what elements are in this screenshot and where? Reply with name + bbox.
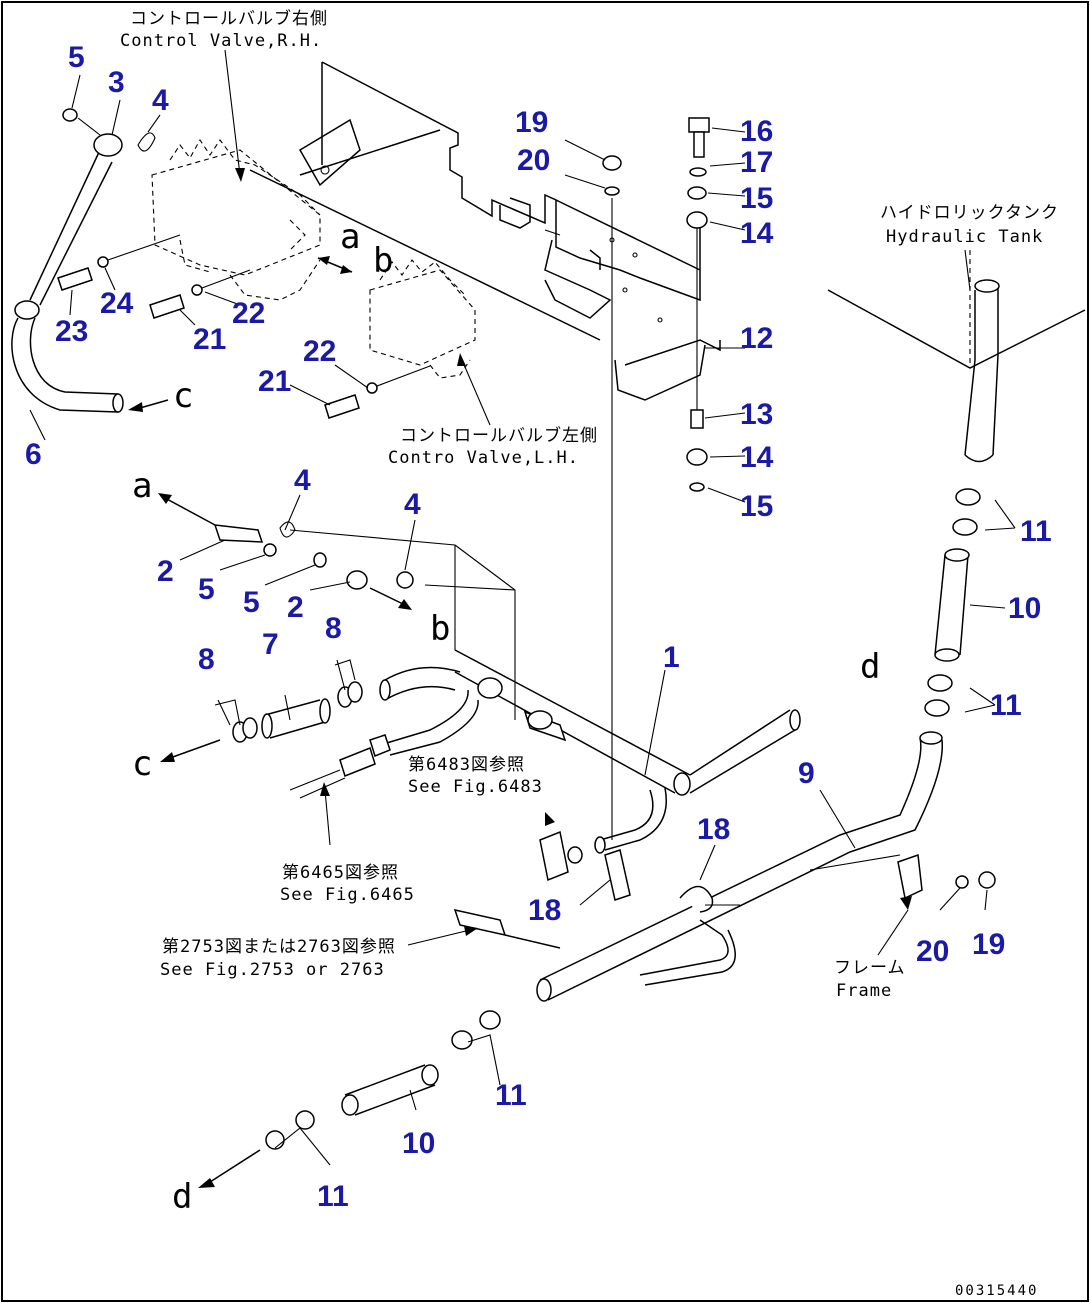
callout-15: 15 (740, 490, 773, 523)
callout-18: 18 (528, 894, 561, 927)
letter-c: c (173, 376, 193, 416)
callout-7: 7 (262, 628, 279, 661)
caption-fig6483-jp: 第6483図参照 (408, 755, 525, 775)
letter-d: d (860, 647, 880, 687)
control-valve-rh (151, 138, 321, 301)
callout-10: 10 (1008, 592, 1041, 625)
callout-2: 2 (157, 555, 174, 588)
callout-16: 16 (740, 115, 773, 148)
caption-fig2753-jp: 第2753図または2763図参照 (162, 937, 396, 957)
bolts-upper (57, 234, 431, 419)
mounting-bracket (249, 61, 721, 401)
letter-a: a (340, 217, 360, 257)
callout-8: 8 (325, 612, 342, 645)
hydraulic-tank (827, 250, 1086, 463)
callout-4: 4 (152, 84, 169, 117)
callout-12: 12 (740, 322, 773, 355)
callout-6: 6 (25, 438, 42, 471)
callout-20: 20 (517, 144, 550, 177)
callout-11: 11 (317, 1180, 349, 1213)
callout-8: 8 (198, 643, 215, 676)
callout-2: 2 (287, 591, 304, 624)
hose-6-assembly (11, 108, 169, 413)
callout-22: 22 (303, 335, 336, 368)
tube-1 (289, 529, 801, 854)
letter-b: b (373, 241, 393, 281)
connection-letters: a b c a b c d d (132, 217, 880, 1217)
callout-14: 14 (740, 441, 774, 474)
hose-10-lower (198, 908, 561, 1188)
callout-14: 14 (740, 217, 774, 250)
caption-cv-lh-jp: コントロールバルブ左側 (400, 425, 598, 446)
tube-9 (536, 731, 996, 1002)
callout-21: 21 (258, 365, 291, 398)
callout-3: 3 (108, 66, 125, 99)
callout-19: 19 (515, 106, 548, 139)
caption-cv-lh-en: Contro Valve,L.H. (388, 448, 579, 468)
callout-5: 5 (68, 41, 85, 74)
letter-c: c (132, 744, 152, 784)
letter-b: b (430, 609, 450, 649)
callout-13: 13 (740, 398, 773, 431)
hose-7 (160, 659, 363, 762)
callouts: 5 3 4 24 23 22 21 22 21 6 19 20 16 17 15… (25, 41, 1052, 1213)
callout-11: 11 (495, 1079, 527, 1112)
callout-4: 4 (404, 488, 421, 521)
caption-fig6483-en: See Fig.6483 (408, 777, 543, 797)
caption-frame-jp: フレーム (834, 958, 906, 978)
callout-11: 11 (1020, 515, 1052, 548)
callout-9: 9 (798, 757, 815, 790)
callout-23: 23 (55, 315, 88, 348)
caption-cv-rh-jp: コントロールバルブ右側 (130, 8, 328, 29)
bolt-stack-16 (686, 117, 710, 492)
callout-22: 22 (232, 297, 265, 330)
callout-17: 17 (740, 146, 773, 179)
callout-18: 18 (697, 813, 730, 846)
callout-24: 24 (100, 287, 134, 320)
callout-11: 11 (990, 689, 1022, 722)
caption-leaders (224, 49, 971, 946)
caption-frame-en: Frame (836, 981, 892, 1001)
letter-d: d (172, 1177, 192, 1217)
callout-15: 15 (740, 182, 773, 215)
fittings-2-5 (158, 493, 414, 610)
caption-fig2753-en: See Fig.2753 or 2763 (160, 960, 385, 980)
letter-a: a (132, 466, 152, 506)
callout-1: 1 (663, 641, 680, 674)
caption-tank-jp: ハイドロリックタンク (880, 203, 1059, 223)
callout-21: 21 (193, 323, 226, 356)
callout-10: 10 (402, 1127, 435, 1160)
captions: コントロールバルブ右側 Control Valve,R.H. コントロールバルブ… (120, 8, 1059, 1299)
callout-5: 5 (243, 586, 260, 619)
caption-fig6465-en: See Fig.6465 (280, 885, 415, 905)
connection-a-b (317, 256, 353, 274)
callout-20: 20 (916, 935, 949, 968)
callout-5: 5 (198, 573, 215, 606)
callout-19: 19 (972, 928, 1005, 961)
drawing-code: 00315440 (955, 1283, 1038, 1299)
caption-fig6465-jp: 第6465図参照 (282, 863, 399, 883)
caption-cv-rh-en: Control Valve,R.H. (120, 31, 322, 51)
callout-leaders (29, 74, 1016, 1166)
hose-10-right (924, 488, 981, 717)
callout-4: 4 (294, 464, 311, 497)
caption-tank-en: Hydraulic Tank (886, 227, 1043, 247)
